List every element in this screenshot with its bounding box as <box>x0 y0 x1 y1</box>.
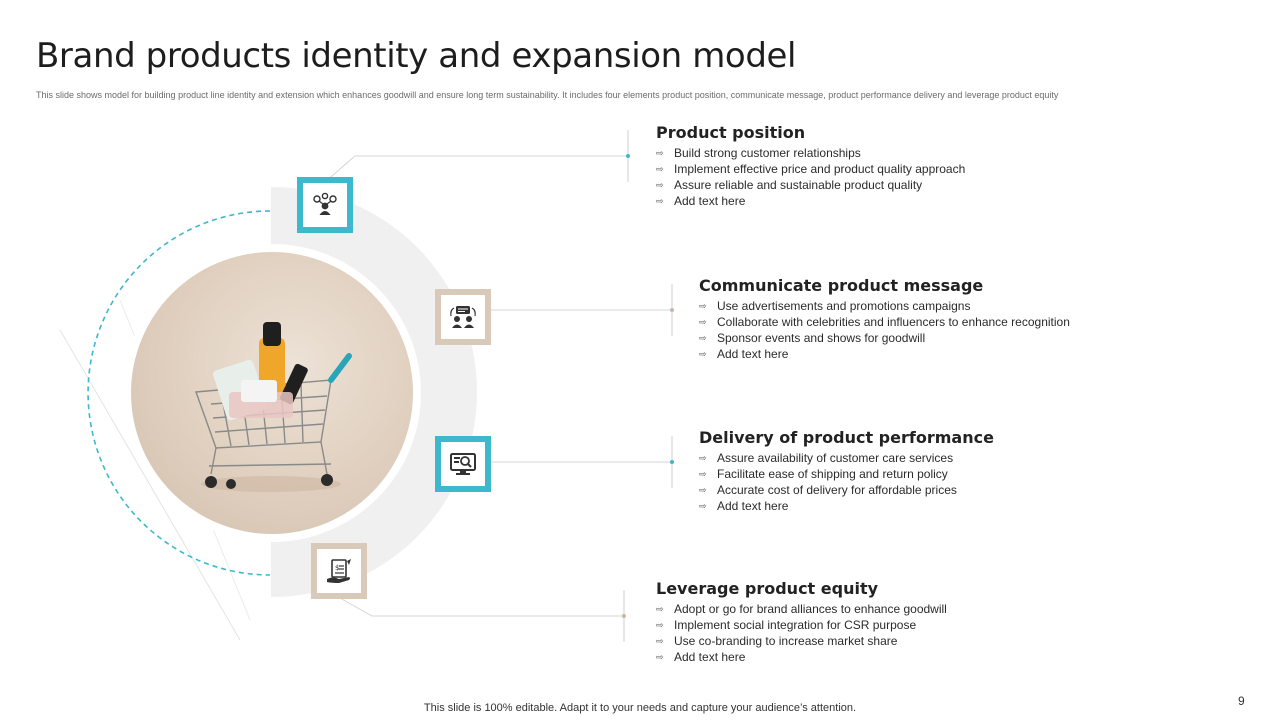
arrow-bullet-icon: ⇨ <box>656 633 674 649</box>
icon-box-product-position <box>297 177 353 233</box>
list-item: ⇨Use co-branding to increase market shar… <box>656 633 947 649</box>
arrow-bullet-icon: ⇨ <box>656 649 674 665</box>
icon-box-leverage: $ <box>311 543 367 599</box>
list-item: ⇨Implement effective price and product q… <box>656 161 965 177</box>
svg-text:$: $ <box>335 564 339 572</box>
bullet-list: ⇨Adopt or go for brand alliances to enha… <box>656 601 947 665</box>
bullet-list: ⇨Assure availability of customer care se… <box>699 450 994 514</box>
icon-box-communicate <box>435 289 491 345</box>
shopping-cart-icon <box>131 252 413 534</box>
arrow-bullet-icon: ⇨ <box>699 298 717 314</box>
arrow-bullet-icon: ⇨ <box>656 617 674 633</box>
list-item: ⇨Add text here <box>656 649 947 665</box>
list-item: ⇨Add text here <box>699 346 1070 362</box>
list-item: ⇨Assure reliable and sustainable product… <box>656 177 965 193</box>
arrow-bullet-icon: ⇨ <box>699 466 717 482</box>
page-number: 9 <box>1238 694 1245 708</box>
slide-footer: This slide is 100% editable. Adapt it to… <box>0 702 1280 714</box>
section-title: Delivery of product performance <box>699 428 994 447</box>
list-item: ⇨Adopt or go for brand alliances to enha… <box>656 601 947 617</box>
people-network-icon <box>312 192 338 218</box>
bullet-list: ⇨Use advertisements and promotions campa… <box>699 298 1070 362</box>
product-photo <box>131 252 413 534</box>
arrow-bullet-icon: ⇨ <box>699 314 717 330</box>
list-item: ⇨Accurate cost of delivery for affordabl… <box>699 482 994 498</box>
connector-4 <box>340 598 624 616</box>
list-item: ⇨Implement social integration for CSR pu… <box>656 617 947 633</box>
section-product-position: Product position ⇨Build strong customer … <box>656 123 965 209</box>
monitor-search-icon <box>449 451 477 477</box>
arrow-bullet-icon: ⇨ <box>699 346 717 362</box>
arrow-bullet-icon: ⇨ <box>656 193 674 209</box>
connector-1 <box>325 156 628 182</box>
list-item: ⇨Build strong customer relationships <box>656 145 965 161</box>
list-item: ⇨Collaborate with celebrities and influe… <box>699 314 1070 330</box>
section-communicate-message: Communicate product message ⇨Use adverti… <box>699 276 1070 362</box>
list-item: ⇨Use advertisements and promotions campa… <box>699 298 1070 314</box>
chat-people-icon <box>449 304 477 330</box>
list-item: ⇨Add text here <box>656 193 965 209</box>
section-title: Communicate product message <box>699 276 1070 295</box>
arrow-bullet-icon: ⇨ <box>656 177 674 193</box>
arrow-bullet-icon: ⇨ <box>699 330 717 346</box>
icon-box-delivery <box>435 436 491 492</box>
list-item: ⇨Assure availability of customer care se… <box>699 450 994 466</box>
arrow-bullet-icon: ⇨ <box>656 161 674 177</box>
arrow-bullet-icon: ⇨ <box>699 498 717 514</box>
list-item: ⇨Sponsor events and shows for goodwill <box>699 330 1070 346</box>
section-leverage-equity: Leverage product equity ⇨Adopt or go for… <box>656 579 947 665</box>
bullet-list: ⇨Build strong customer relationships ⇨Im… <box>656 145 965 209</box>
arrow-bullet-icon: ⇨ <box>656 601 674 617</box>
hand-document-icon: $ <box>325 557 353 585</box>
list-item: ⇨Facilitate ease of shipping and return … <box>699 466 994 482</box>
arrow-bullet-icon: ⇨ <box>656 145 674 161</box>
list-item: ⇨Add text here <box>699 498 994 514</box>
arrow-bullet-icon: ⇨ <box>699 482 717 498</box>
section-delivery-performance: Delivery of product performance ⇨Assure … <box>699 428 994 514</box>
section-title: Leverage product equity <box>656 579 947 598</box>
arrow-bullet-icon: ⇨ <box>699 450 717 466</box>
section-title: Product position <box>656 123 965 142</box>
